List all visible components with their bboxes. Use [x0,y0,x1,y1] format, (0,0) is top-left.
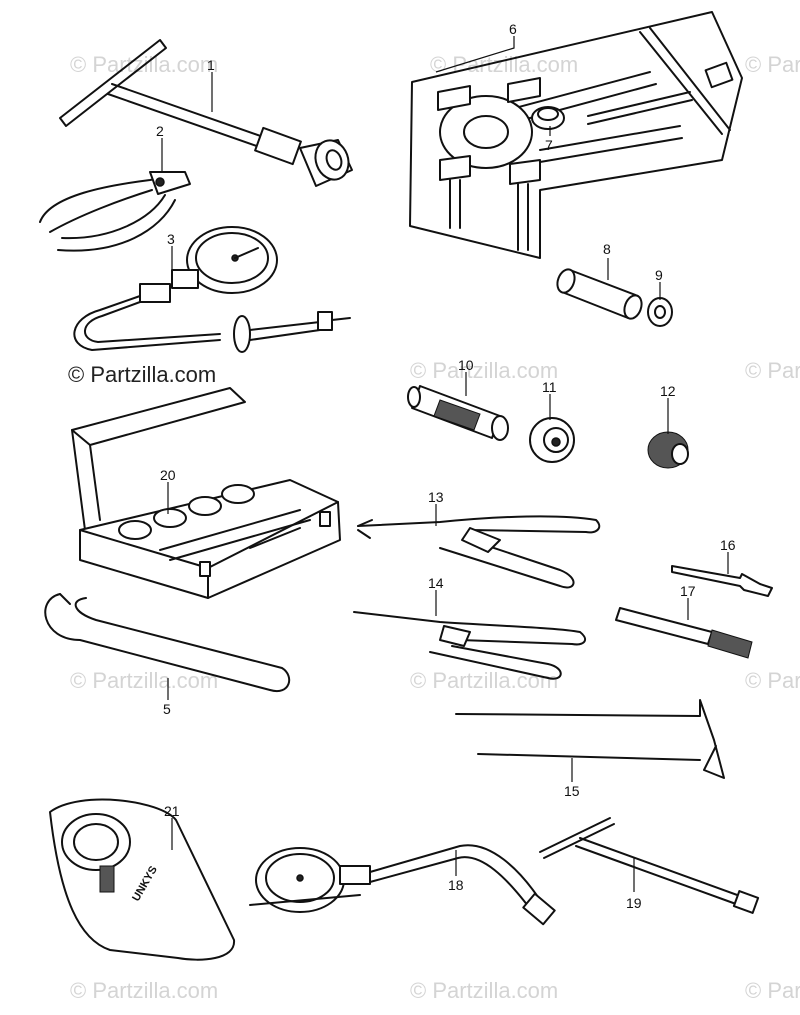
callout-15: 15 [564,783,580,799]
part-11-collar[interactable] [529,417,575,463]
callout-8: 8 [603,241,611,257]
part-10-knurled-driver[interactable] [407,385,509,441]
callouts: 1 2 3 5 6 7 8 9 10 11 12 13 14 15 16 17 … [156,21,736,911]
part-2-pliers[interactable] [39,171,191,252]
callout-3: 3 [167,231,175,247]
watermark: © Partzilla.com [410,358,558,383]
part-15-float-level-gauge[interactable] [455,699,725,779]
leader-lines [161,36,729,892]
watermark: © Partzilla.com [745,668,800,693]
callout-14: 14 [428,575,444,591]
part-6-bearing-puller[interactable] [409,11,743,259]
part-12-knurled-nut[interactable] [647,431,689,469]
part-8-sleeve[interactable] [554,267,644,321]
callout-19: 19 [626,895,642,911]
callout-17: 17 [680,583,696,599]
part-5-spanner-wrench[interactable] [44,593,291,693]
part-7-puller-adapter[interactable] [531,106,565,130]
callout-10: 10 [458,357,474,373]
callout-6: 6 [509,21,517,37]
callout-5: 5 [163,701,171,717]
part-3-compression-gauge[interactable] [73,226,351,353]
callout-11: 11 [542,379,557,395]
watermark: © Partzilla.com [745,978,800,1003]
watermark: © Partzilla.com [745,358,800,383]
callout-2: 2 [156,123,164,139]
callout-18: 18 [448,877,464,893]
part-14-snap-ring-pliers[interactable] [353,611,587,680]
watermark: © Partzilla.com [70,668,218,693]
callout-20: 20 [160,467,176,483]
watermarks: © Partzilla.com © Partzilla.com © Partzi… [70,52,800,1003]
part-16-pin-punch[interactable] [671,565,773,597]
callout-7: 7 [545,137,553,153]
part-19-t-handle[interactable] [539,817,760,914]
callout-21: 21 [164,803,180,819]
part-21-gauge-pouch[interactable]: UNKYS [49,798,236,961]
watermark: © Partzilla.com [410,668,558,693]
callout-13: 13 [428,489,444,505]
part-13-snap-ring-pliers[interactable] [357,515,601,589]
watermark: © Partzilla.com [745,52,800,77]
part-9-nut-adapter[interactable] [647,297,673,327]
copyright-notice: © Partzilla.com [68,362,216,387]
callout-12: 12 [660,383,676,399]
watermark: © Partzilla.com [70,978,218,1003]
callout-16: 16 [720,537,736,553]
part-1-box-wrench[interactable] [59,39,354,187]
callout-9: 9 [655,267,663,283]
part-17-driver-rod[interactable] [615,607,753,659]
watermark: © Partzilla.com [410,978,558,1003]
callout-1: 1 [207,57,215,73]
part-18-gauge-with-hose[interactable] [249,844,556,926]
part-20-gauge-set-case[interactable] [71,387,341,599]
